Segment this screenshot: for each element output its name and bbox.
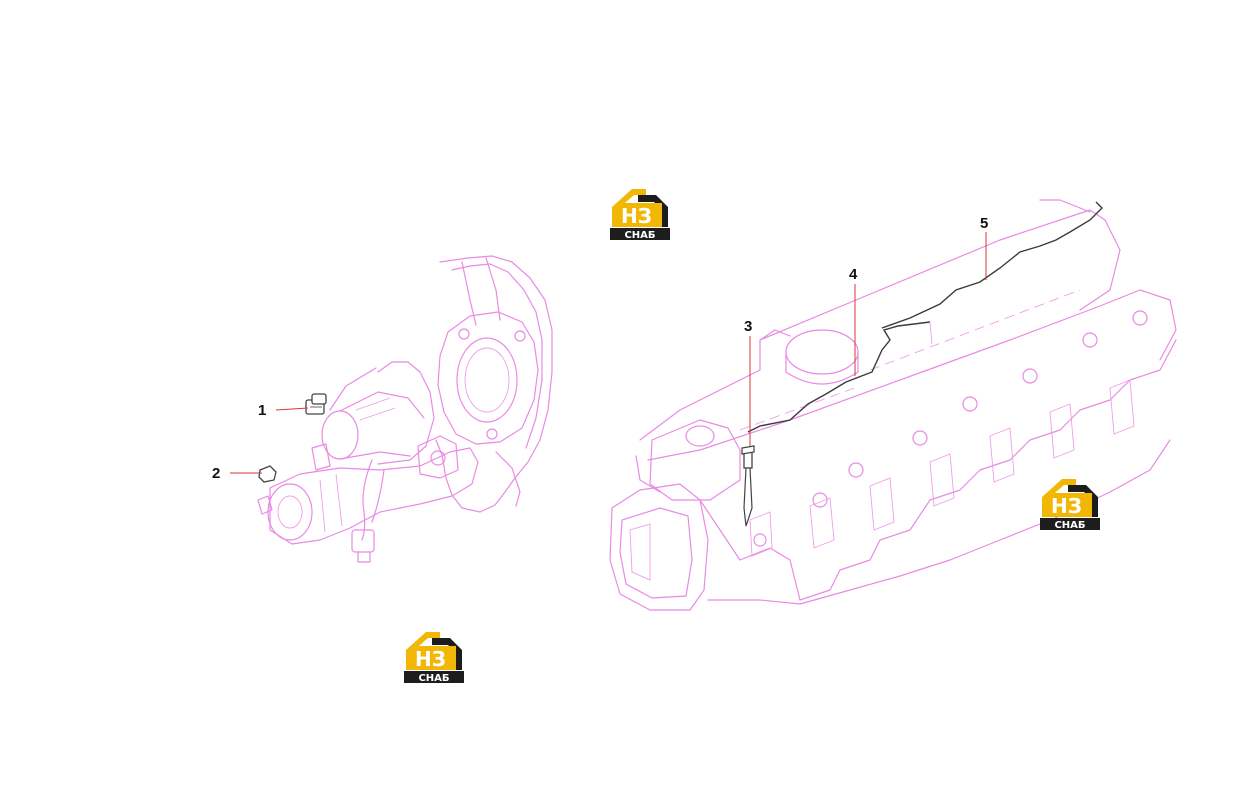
logo-caption-text: СНАБ <box>624 230 655 241</box>
logo-mark-text: НЗ <box>621 204 652 228</box>
watermark-logo: НЗ СНАБ <box>1040 475 1100 531</box>
callout-2: 2 <box>212 465 220 482</box>
callout-1: 1 <box>258 402 266 419</box>
cylinder-head-drawing <box>609 199 1177 611</box>
logo-caption-text: СНАБ <box>418 673 449 684</box>
starter-assembly-drawing <box>257 255 553 563</box>
nut-part-2 <box>258 465 277 483</box>
callout-5: 5 <box>980 215 988 232</box>
leader-lines <box>230 232 987 474</box>
callout-labels: 1 2 3 4 5 <box>212 215 988 482</box>
watermark-logo: НЗ СНАБ <box>610 185 670 241</box>
logo-caption-text: СНАБ <box>1054 520 1085 531</box>
logo-mark-text: НЗ <box>415 647 446 671</box>
injector-part-3 <box>741 445 755 527</box>
callout-4: 4 <box>849 266 858 283</box>
gasket-part-5 <box>881 201 1103 329</box>
gasket-part-4 <box>747 321 931 433</box>
logo-mark-text: НЗ <box>1051 494 1082 518</box>
bolt-part-1 <box>305 393 327 415</box>
watermark-logo: НЗ СНАБ <box>404 628 464 684</box>
callout-3: 3 <box>744 318 752 335</box>
